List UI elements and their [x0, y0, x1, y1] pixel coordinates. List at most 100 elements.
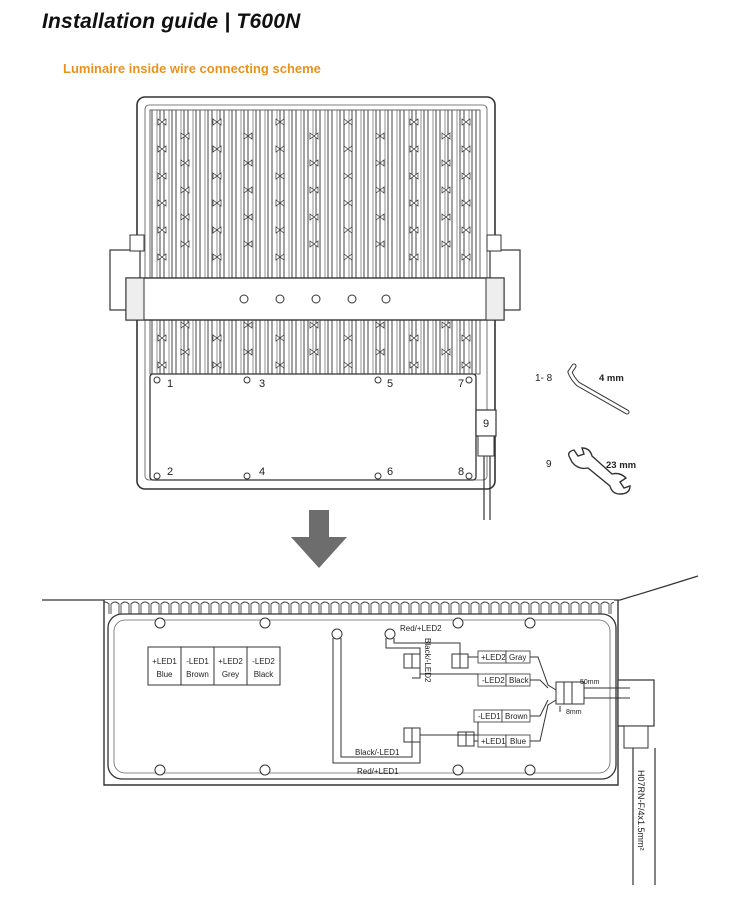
- label-strip-8mm: 8mm: [566, 709, 582, 716]
- led-module: [243, 186, 253, 194]
- led-module: [409, 361, 419, 369]
- led-module: [309, 240, 319, 248]
- label-brown: Brown: [505, 712, 528, 721]
- led-module: [157, 118, 167, 126]
- led-module: [461, 253, 471, 261]
- led-module: [243, 348, 253, 356]
- heatsink-fins: [149, 109, 481, 375]
- led-module: [157, 145, 167, 153]
- led-module: [375, 348, 385, 356]
- led-module: [461, 226, 471, 234]
- label-red-led2: Red/+LED2: [400, 624, 442, 633]
- screw-number-4: 4: [259, 466, 265, 478]
- led-module: [212, 334, 222, 342]
- led-module: [212, 172, 222, 180]
- led-module: [275, 118, 285, 126]
- led-module: [441, 321, 451, 329]
- label-black-led2: Black/-LED2: [423, 638, 432, 683]
- led-module: [275, 172, 285, 180]
- label-plus-led2: +LED2: [481, 653, 506, 662]
- led-module: [375, 159, 385, 167]
- table-color: Blue: [156, 670, 173, 679]
- led-module: [212, 361, 222, 369]
- led-module: [157, 253, 167, 261]
- luminaire-top-view: [109, 96, 521, 520]
- label-blue: Blue: [510, 737, 527, 746]
- fin-tops: [104, 600, 614, 614]
- led-module: [243, 321, 253, 329]
- down-arrow-icon: [291, 510, 347, 568]
- led-module: [243, 132, 253, 140]
- led-module: [441, 240, 451, 248]
- section-title: Luminaire inside wire connecting scheme: [63, 61, 321, 76]
- label-plus-led1: +LED1: [481, 737, 506, 746]
- led-module: [275, 226, 285, 234]
- led-module: [375, 213, 385, 221]
- led-module: [441, 186, 451, 194]
- led-module: [375, 132, 385, 140]
- label-black: Black: [509, 676, 530, 685]
- led-module: [461, 361, 471, 369]
- detail-view: [42, 575, 699, 885]
- driver-cover: [149, 373, 477, 481]
- led-module: [409, 334, 419, 342]
- led-module: [409, 253, 419, 261]
- cable-spec: H07RN-F/4x1.5mm²: [636, 770, 646, 851]
- led-module: [243, 240, 253, 248]
- led-module: [343, 172, 353, 180]
- allen-key-size: 4 mm: [599, 373, 624, 384]
- led-module: [461, 145, 471, 153]
- label-strip-50mm: 50mm: [580, 679, 600, 686]
- led-module: [275, 199, 285, 207]
- led-module: [309, 321, 319, 329]
- table-signal: -LED2: [252, 657, 275, 666]
- label-black-led1: Black/-LED1: [355, 748, 400, 757]
- led-module: [157, 199, 167, 207]
- led-module: [309, 132, 319, 140]
- led-module: [375, 321, 385, 329]
- led-module: [180, 321, 190, 329]
- led-module: [309, 186, 319, 194]
- led-module: [343, 199, 353, 207]
- wrench-icon: [567, 447, 631, 495]
- led-modules: [157, 118, 471, 369]
- led-module: [157, 361, 167, 369]
- screw-number-3: 3: [259, 378, 265, 390]
- led-module: [180, 186, 190, 194]
- tool-legend: 1- 8 4 mm 9 23 mm: [535, 363, 636, 495]
- led-module: [409, 145, 419, 153]
- led-module: [409, 226, 419, 234]
- screw-number-2: 2: [167, 466, 173, 478]
- led-module: [180, 348, 190, 356]
- screw-number-1: 1: [167, 378, 173, 390]
- led-module: [343, 253, 353, 261]
- led-module: [441, 213, 451, 221]
- screw-number-5: 5: [387, 378, 393, 390]
- led-module: [441, 132, 451, 140]
- label-minus-led1: -LED1: [478, 712, 501, 721]
- allen-key-screws: 1- 8: [535, 373, 553, 384]
- table-signal: +LED1: [152, 657, 177, 666]
- table-color: Grey: [222, 670, 239, 679]
- led-module: [212, 226, 222, 234]
- gland-number-9: 9: [483, 418, 489, 430]
- label-gray: Gray: [509, 653, 526, 662]
- led-module: [180, 240, 190, 248]
- led-module: [309, 348, 319, 356]
- table-color: Black: [254, 670, 275, 679]
- led-module: [441, 348, 451, 356]
- led-module: [343, 334, 353, 342]
- led-module: [212, 199, 222, 207]
- label-red-led1: Red/+LED1: [357, 767, 399, 776]
- led-module: [409, 118, 419, 126]
- led-module: [275, 361, 285, 369]
- table-signal: +LED2: [218, 657, 243, 666]
- led-module: [309, 213, 319, 221]
- led-module: [212, 253, 222, 261]
- led-module: [243, 213, 253, 221]
- led-module: [180, 132, 190, 140]
- table-color: Brown: [186, 670, 209, 679]
- led-module: [180, 159, 190, 167]
- led-module: [461, 334, 471, 342]
- led-module: [243, 159, 253, 167]
